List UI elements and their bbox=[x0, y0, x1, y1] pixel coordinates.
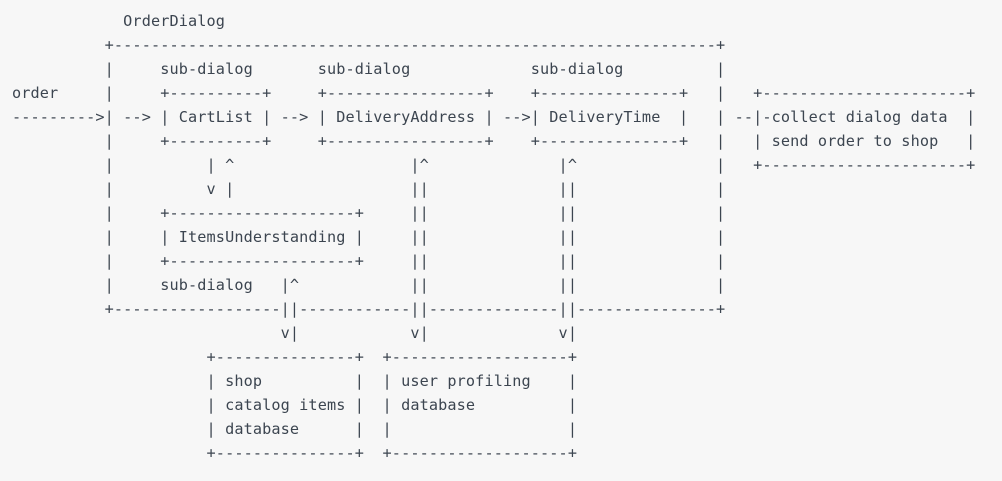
ascii-art-diagram: OrderDialog +---------------------------… bbox=[12, 12, 976, 462]
